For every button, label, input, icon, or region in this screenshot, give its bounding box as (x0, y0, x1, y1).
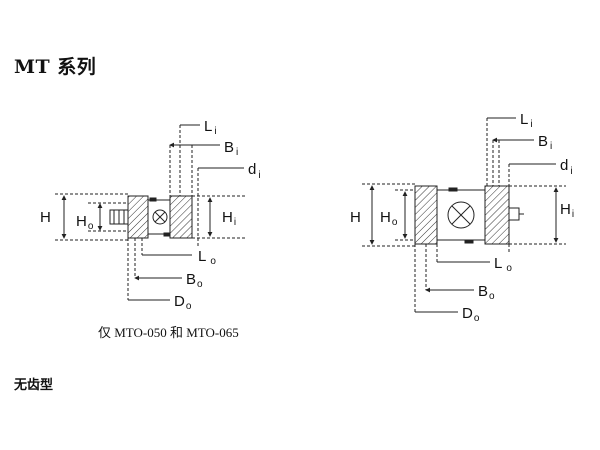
right-label-bo: Bo (478, 283, 495, 302)
left-label-ho: Ho (76, 213, 94, 232)
left-label-do: Do (174, 293, 192, 312)
right-label-ho: Ho (380, 209, 398, 228)
right-bearing-drawing (362, 117, 566, 313)
right-outer-ring (414, 185, 438, 245)
right-label-h: H (350, 209, 361, 226)
left-outer-ring (127, 195, 149, 239)
left-bearing-drawing (55, 124, 246, 301)
section-subtitle: 无齿型 (14, 378, 54, 393)
right-inner-ring (484, 185, 510, 245)
page-title: MT 系列 (14, 56, 97, 78)
right-label-hi: Hi (560, 201, 574, 220)
left-label-h: H (40, 209, 51, 226)
right-grease-nipple (508, 207, 520, 221)
right-label-do: Do (462, 305, 480, 324)
left-label-hi: Hi (222, 209, 236, 228)
left-drawing-caption: 仅 MTO-050 和 MTO-065 (98, 325, 239, 340)
left-label-bo: Bo (186, 271, 203, 290)
left-inner-ring (169, 195, 193, 239)
